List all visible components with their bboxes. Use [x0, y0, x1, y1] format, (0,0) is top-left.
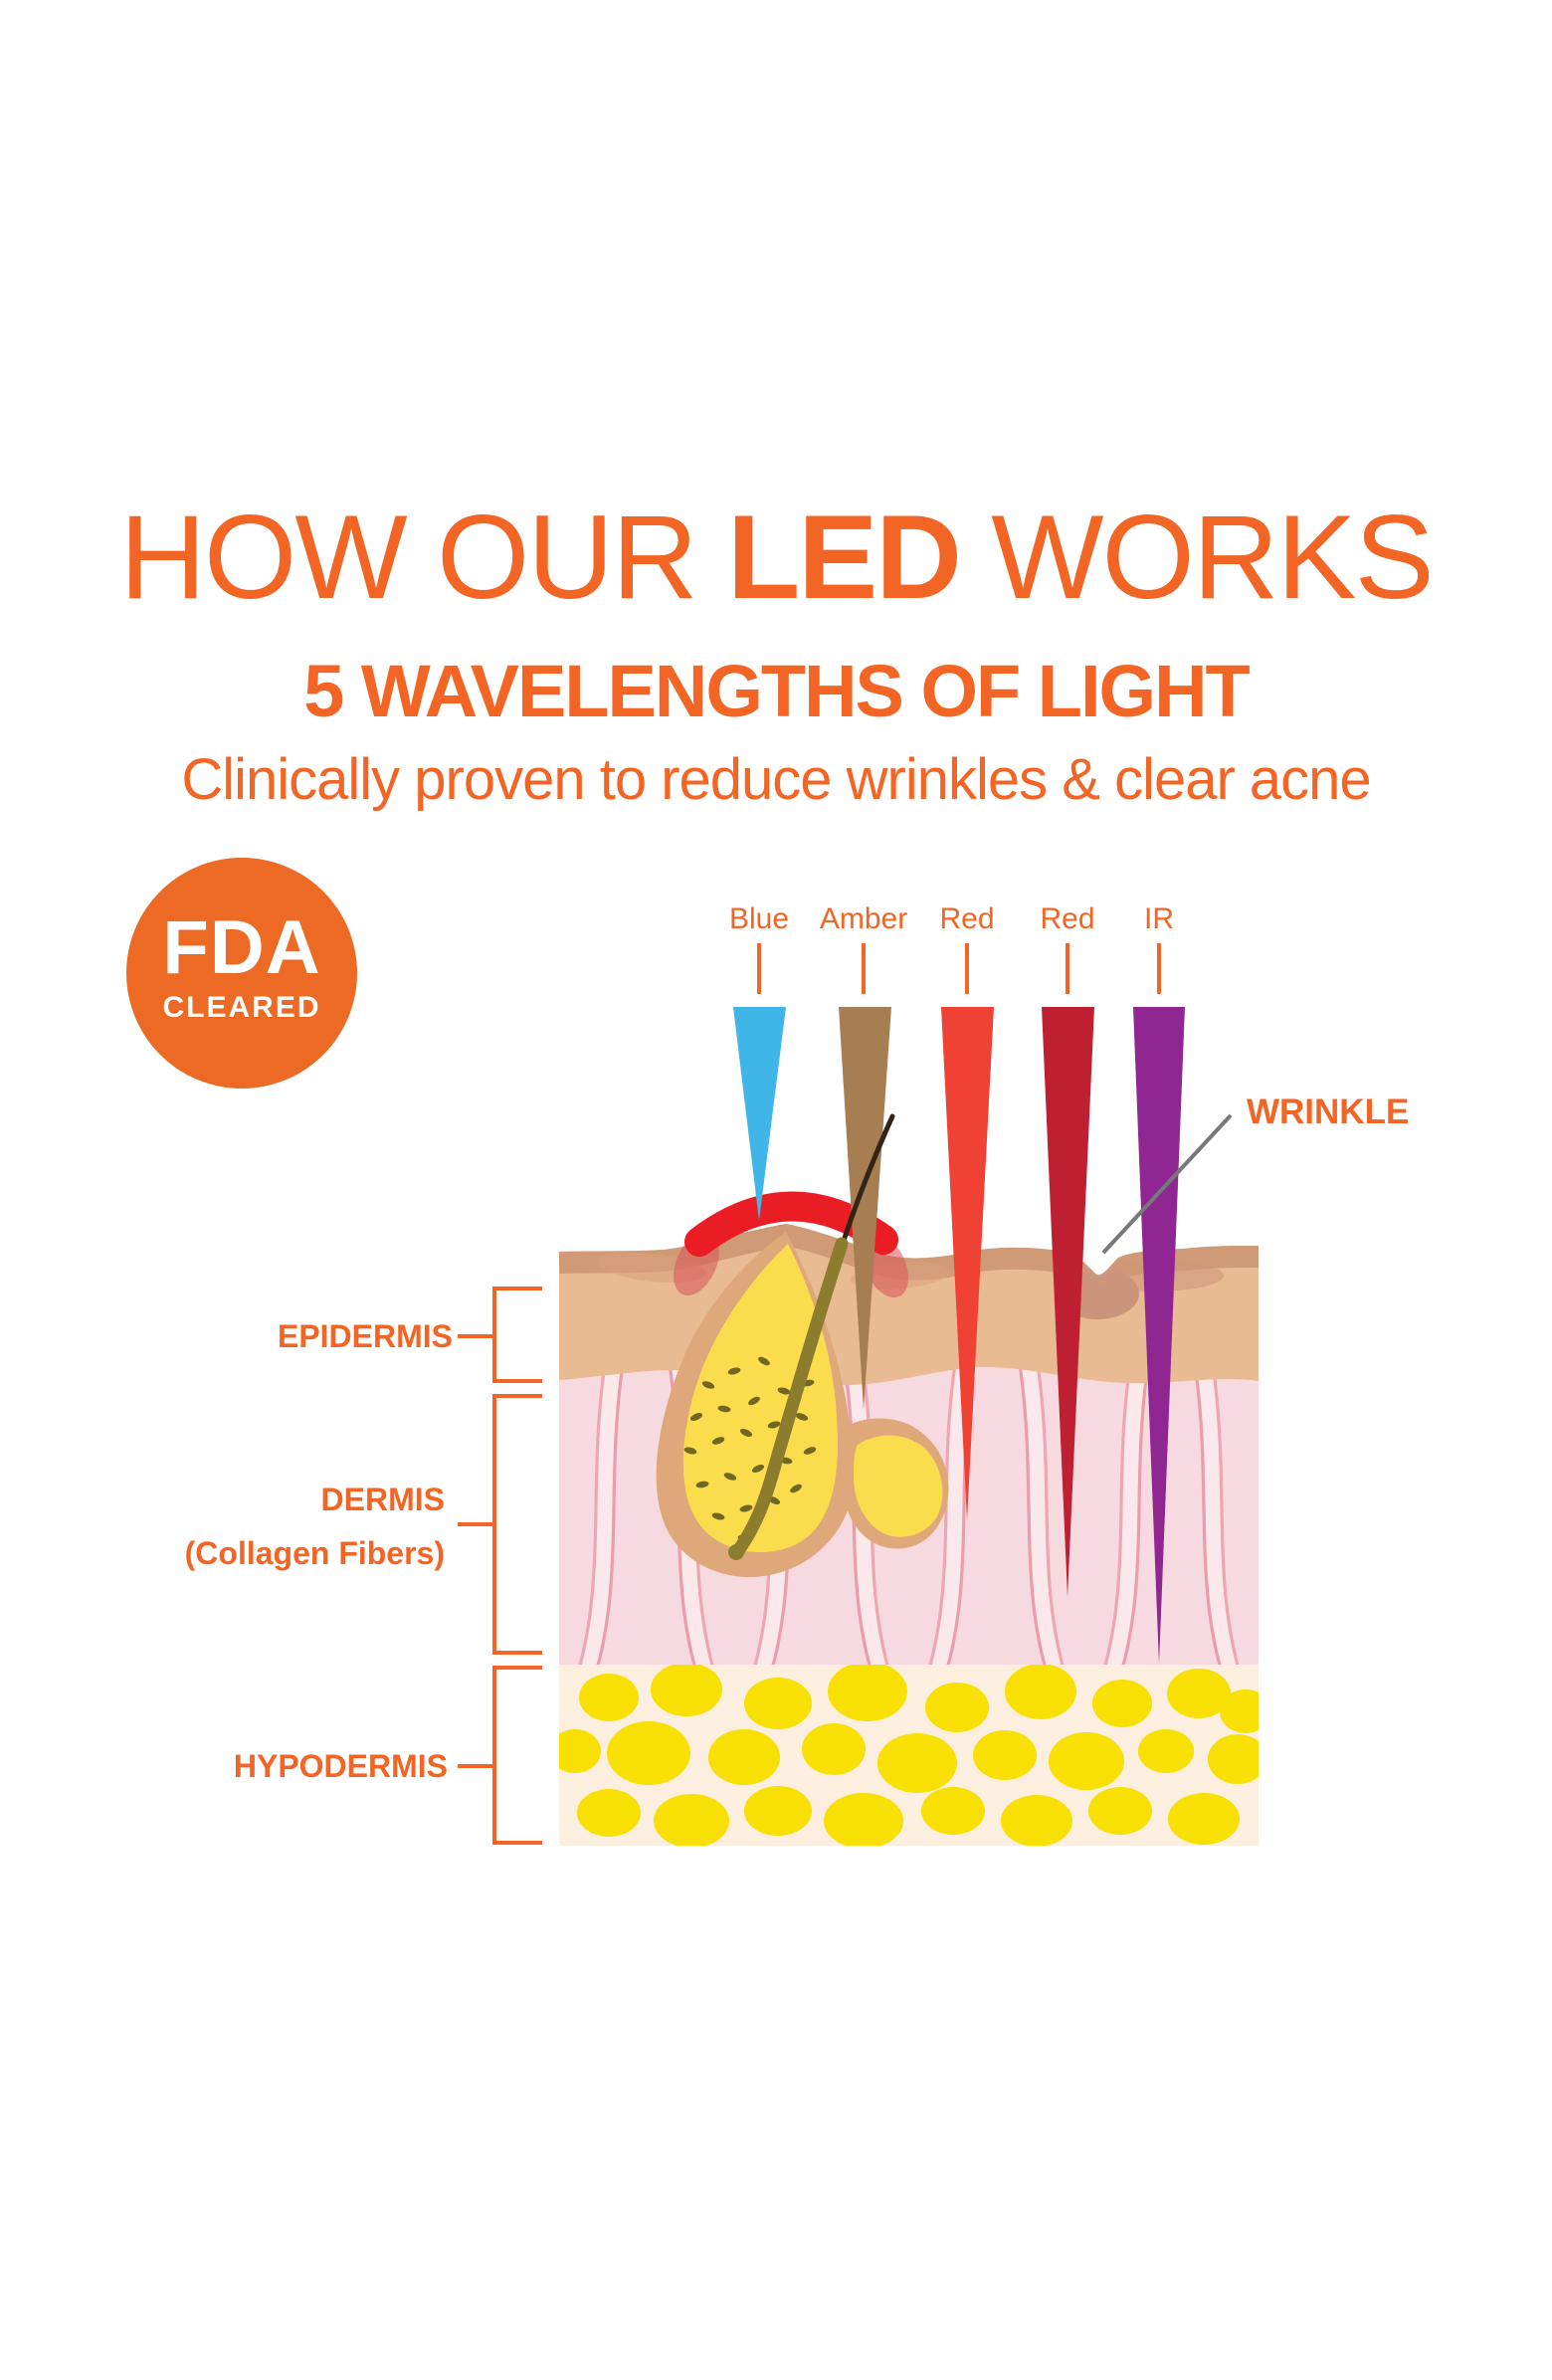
page-subtitle: 5 WAVELENGTHS OF LIGHT	[303, 650, 1251, 732]
hair-shaft	[728, 1113, 895, 1560]
page-tagline: Clinically proven to reduce wrinkles & c…	[181, 747, 1371, 812]
hypodermis-layer	[559, 1665, 1259, 1846]
fat-cells	[559, 1665, 1259, 1846]
label-dermis-sub: (Collagen Fibers)	[184, 1535, 445, 1571]
label-dermis: DERMIS (Collagen Fibers)	[95, 1473, 445, 1580]
beam-ir	[1133, 1007, 1185, 1664]
label-hypodermis: HYPODERMIS	[233, 1748, 448, 1784]
beam-amber	[839, 1007, 891, 1410]
wrinkle-label: WRINKLE	[1247, 1092, 1410, 1131]
wrinkle-pointer-line	[1101, 1113, 1233, 1255]
beam-label-ir: IR	[1144, 902, 1174, 935]
page-title: HOW OUR LED WORKS	[0, 495, 1552, 620]
beam-ticks	[757, 943, 1161, 994]
label-dermis-main: DERMIS	[320, 1482, 445, 1517]
sebaceous-gland	[656, 1232, 949, 1578]
beam-blue	[733, 1007, 786, 1221]
beam-label-blue: Blue	[728, 902, 790, 935]
title-pre: HOW OUR	[119, 491, 727, 624]
beam-label-red-1: Red	[939, 902, 995, 935]
beam-label-amber: Amber	[819, 902, 908, 935]
fda-badge-label: FDA	[162, 905, 321, 990]
bracket-hypodermis	[492, 1666, 542, 1845]
light-beams	[733, 1007, 1185, 1664]
layer-brackets	[458, 1287, 542, 1845]
bracket-dermis	[492, 1394, 542, 1655]
fda-badge-sublabel: CLEARED	[162, 991, 321, 1024]
fda-badge-circle	[126, 858, 357, 1089]
bacteria-dots	[683, 1356, 817, 1542]
bracket-epidermis	[492, 1287, 542, 1383]
title-post: WORKS	[959, 491, 1434, 624]
title-led: LED	[726, 491, 962, 624]
label-epidermis: EPIDERMIS	[277, 1318, 453, 1354]
beam-red-2	[1042, 1007, 1094, 1597]
beam-red-1	[941, 1007, 994, 1520]
beam-label-red-2: Red	[1040, 902, 1095, 935]
